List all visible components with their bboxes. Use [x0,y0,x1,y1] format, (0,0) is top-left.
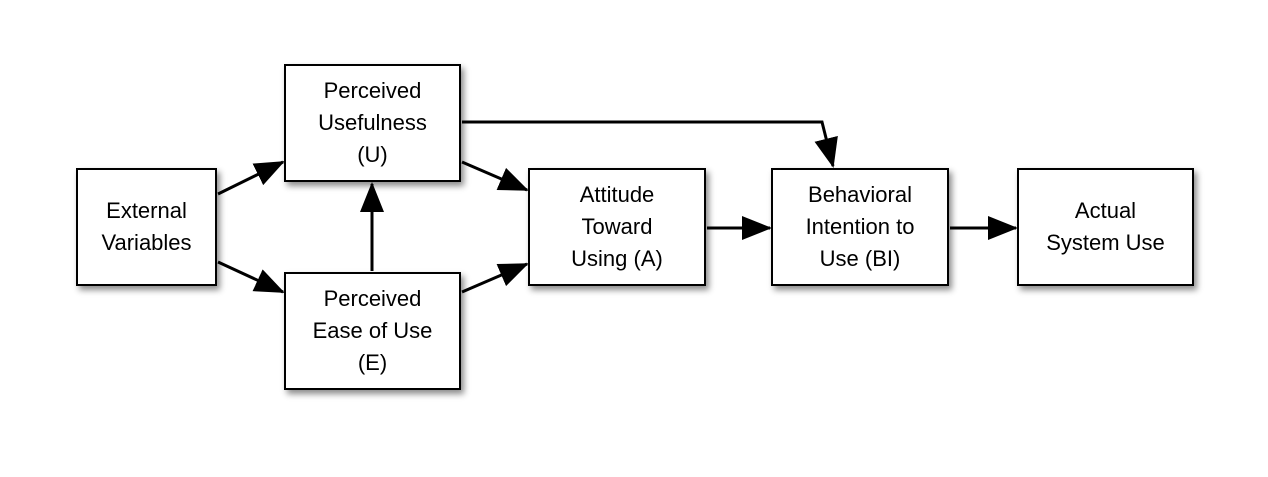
arrow-usefulness-to-intention [462,120,838,168]
node-label: Perceived Ease of Use (E) [312,286,433,375]
node-external-variables: External Variables [76,168,217,286]
node-label: Attitude Toward Using (A) [571,182,663,271]
arrow-external-to-ease [217,260,285,294]
arrow-ease-to-attitude [461,262,529,294]
node-label: Behavioral Intention to Use (BI) [805,182,915,271]
node-perceived-ease-of-use: Perceived Ease of Use (E) [284,272,461,390]
arrow-usefulness-to-attitude [461,160,529,192]
node-attitude-toward-using: Attitude Toward Using (A) [528,168,706,286]
node-perceived-usefulness: Perceived Usefulness (U) [284,64,461,182]
arrow-external-to-usefulness [217,160,285,196]
node-label: Actual System Use [1046,198,1165,255]
node-actual-system-use: Actual System Use [1017,168,1194,286]
node-behavioral-intention: Behavioral Intention to Use (BI) [771,168,949,286]
node-label: External Variables [101,198,192,255]
node-label: Perceived Usefulness (U) [318,78,427,167]
